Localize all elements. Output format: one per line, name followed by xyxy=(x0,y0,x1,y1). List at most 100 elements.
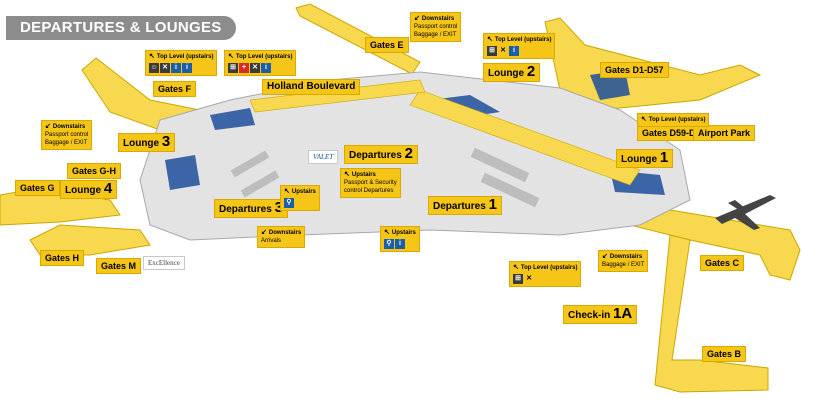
info-icon: i xyxy=(182,63,192,73)
departures-2-text: Departures xyxy=(349,150,402,161)
gates-gh-label: Gates G-H xyxy=(67,163,122,179)
info-icons: ⚲ i xyxy=(384,239,416,249)
lounge-area-e xyxy=(210,108,255,130)
person-icon: ☺ xyxy=(149,63,159,73)
corridors xyxy=(249,79,641,186)
arrow-down-icon: ↙ xyxy=(414,15,420,22)
lounge-2-label: Lounge 2 xyxy=(483,63,541,82)
info-downstairs-top: ↙Downstairs Passport control Baggage / E… xyxy=(410,12,462,42)
info-top-level-f2: ↖Top Level (upstairs) ⊞ + ✕ i xyxy=(224,50,297,76)
info-title: Downstairs xyxy=(609,254,643,260)
info-icons: ⊞ + ✕ i xyxy=(228,63,292,73)
arrow-down-icon: ↙ xyxy=(602,253,608,260)
info-line: Baggage / EXIT xyxy=(45,140,88,146)
shop-icon: ⊞ xyxy=(513,274,523,284)
lounge-2-number: 2 xyxy=(526,63,536,80)
info-title: Upstairs xyxy=(391,230,416,236)
restroom-icon: ⚲ xyxy=(384,239,394,249)
stand xyxy=(480,172,540,208)
stand xyxy=(240,170,280,198)
lounge-3-label: Lounge 3 xyxy=(118,133,176,152)
info-title: Top Level (upstairs) xyxy=(494,37,552,43)
shop-icon: ⊞ xyxy=(487,46,497,56)
info-top-level-d: ↖Top Level (upstairs) xyxy=(637,113,710,127)
info-title: Downstairs xyxy=(268,230,302,236)
info-title: Upstairs xyxy=(291,189,316,195)
info-line: Arrivals xyxy=(261,238,282,244)
checkin-1a-label: Check-in 1A xyxy=(563,305,638,324)
info-icon: i xyxy=(261,63,271,73)
info-icons: ⊞ ✕ xyxy=(513,274,577,284)
gates-e-label: Gates E xyxy=(365,37,409,53)
departures-3-number: 3 xyxy=(274,199,283,216)
info-upstairs-mid: ↖Upstairs ⚲ xyxy=(280,185,320,211)
info-title: Downstairs xyxy=(421,16,455,22)
info-line: control Departures xyxy=(344,188,394,194)
gates-m-label: Gates M xyxy=(96,258,142,274)
info-upstairs-bottom: ↖Upstairs ⚲ i xyxy=(380,226,420,252)
info-line: Passport control xyxy=(45,132,89,138)
arrow-up-icon: ↖ xyxy=(384,229,390,236)
stands xyxy=(230,147,540,208)
info-title: Top Level (upstairs) xyxy=(156,54,214,60)
gates-d1-d57-label: Gates D1-D57 xyxy=(600,62,669,78)
page-title: DEPARTURES & LOUNGES xyxy=(6,16,236,40)
departures-2-number: 2 xyxy=(404,145,413,162)
stand xyxy=(470,147,530,183)
lounge-1-label: Lounge 1 xyxy=(616,149,674,168)
departures-3-text: Departures xyxy=(219,204,272,215)
corridor-2 xyxy=(249,79,426,113)
airplane-icon xyxy=(715,195,776,230)
food-icon: ✕ xyxy=(498,46,508,56)
gates-g-label: Gates G xyxy=(15,180,60,196)
lounge-4-label: Lounge 4 xyxy=(60,180,118,199)
lounge-2-text: Lounge xyxy=(488,68,525,79)
holland-boulevard-label: Holland Boulevard xyxy=(262,79,361,95)
arrow-up-icon: ↖ xyxy=(149,53,155,60)
excellence-logo: ExcEllence xyxy=(143,256,185,270)
departures-3-label: Departures 3 xyxy=(214,199,288,218)
info-line: Passport control xyxy=(414,24,458,30)
stand xyxy=(230,150,270,178)
arrow-up-icon: ↖ xyxy=(641,116,647,123)
departures-1-number: 1 xyxy=(488,196,497,213)
info-icons: ☺ ✕ i i xyxy=(149,63,213,73)
lounge-4-text: Lounge xyxy=(65,185,102,196)
valet-logo: VALET xyxy=(308,150,339,164)
info-icons: ⚲ xyxy=(284,198,316,208)
info-icon: i xyxy=(509,46,519,56)
checkin-number: 1A xyxy=(613,305,633,322)
info-line: Baggage / EXIT xyxy=(414,32,457,38)
pier-e xyxy=(295,3,421,75)
lounge-3-text: Lounge xyxy=(123,138,160,149)
corridor-1 xyxy=(409,89,641,186)
info-icon: i xyxy=(171,63,181,73)
gates-c-label: Gates C xyxy=(700,255,745,271)
arrow-up-icon: ↖ xyxy=(487,36,493,43)
pier-b xyxy=(654,234,769,393)
shop-icon: ⊞ xyxy=(228,63,238,73)
checkin-text: Check-in xyxy=(568,310,611,321)
info-downstairs-right: ↙Downstairs Baggage / EXIT xyxy=(598,250,649,272)
info-upstairs-passport: ↖Upstairs Passport & Security control De… xyxy=(340,168,401,198)
arrow-up-icon: ↖ xyxy=(228,53,234,60)
food-icon: ✕ xyxy=(524,274,534,284)
arrow-up-icon: ↖ xyxy=(344,171,350,178)
food-icon: ✕ xyxy=(250,63,260,73)
departures-2-label: Departures 2 xyxy=(344,145,418,164)
first-aid-icon: + xyxy=(239,63,249,73)
lounge-1-number: 1 xyxy=(659,149,669,166)
arrow-up-icon: ↖ xyxy=(284,188,290,195)
info-title: Top Level (upstairs) xyxy=(648,117,706,123)
info-top-level-e: ↖Top Level (upstairs) ⊞ ✕ i xyxy=(483,33,556,59)
arrow-down-icon: ↙ xyxy=(261,229,267,236)
info-title: Top Level (upstairs) xyxy=(520,265,578,271)
lounge-3-number: 3 xyxy=(161,133,171,150)
gates-b-label: Gates B xyxy=(702,346,747,362)
info-downstairs-arrivals: ↙Downstairs Arrivals xyxy=(257,226,306,248)
info-icons: ⊞ ✕ i xyxy=(487,46,551,56)
info-line: Passport & Security xyxy=(344,180,397,186)
gates-f-label: Gates F xyxy=(153,81,197,97)
info-title: Upstairs xyxy=(351,172,376,178)
